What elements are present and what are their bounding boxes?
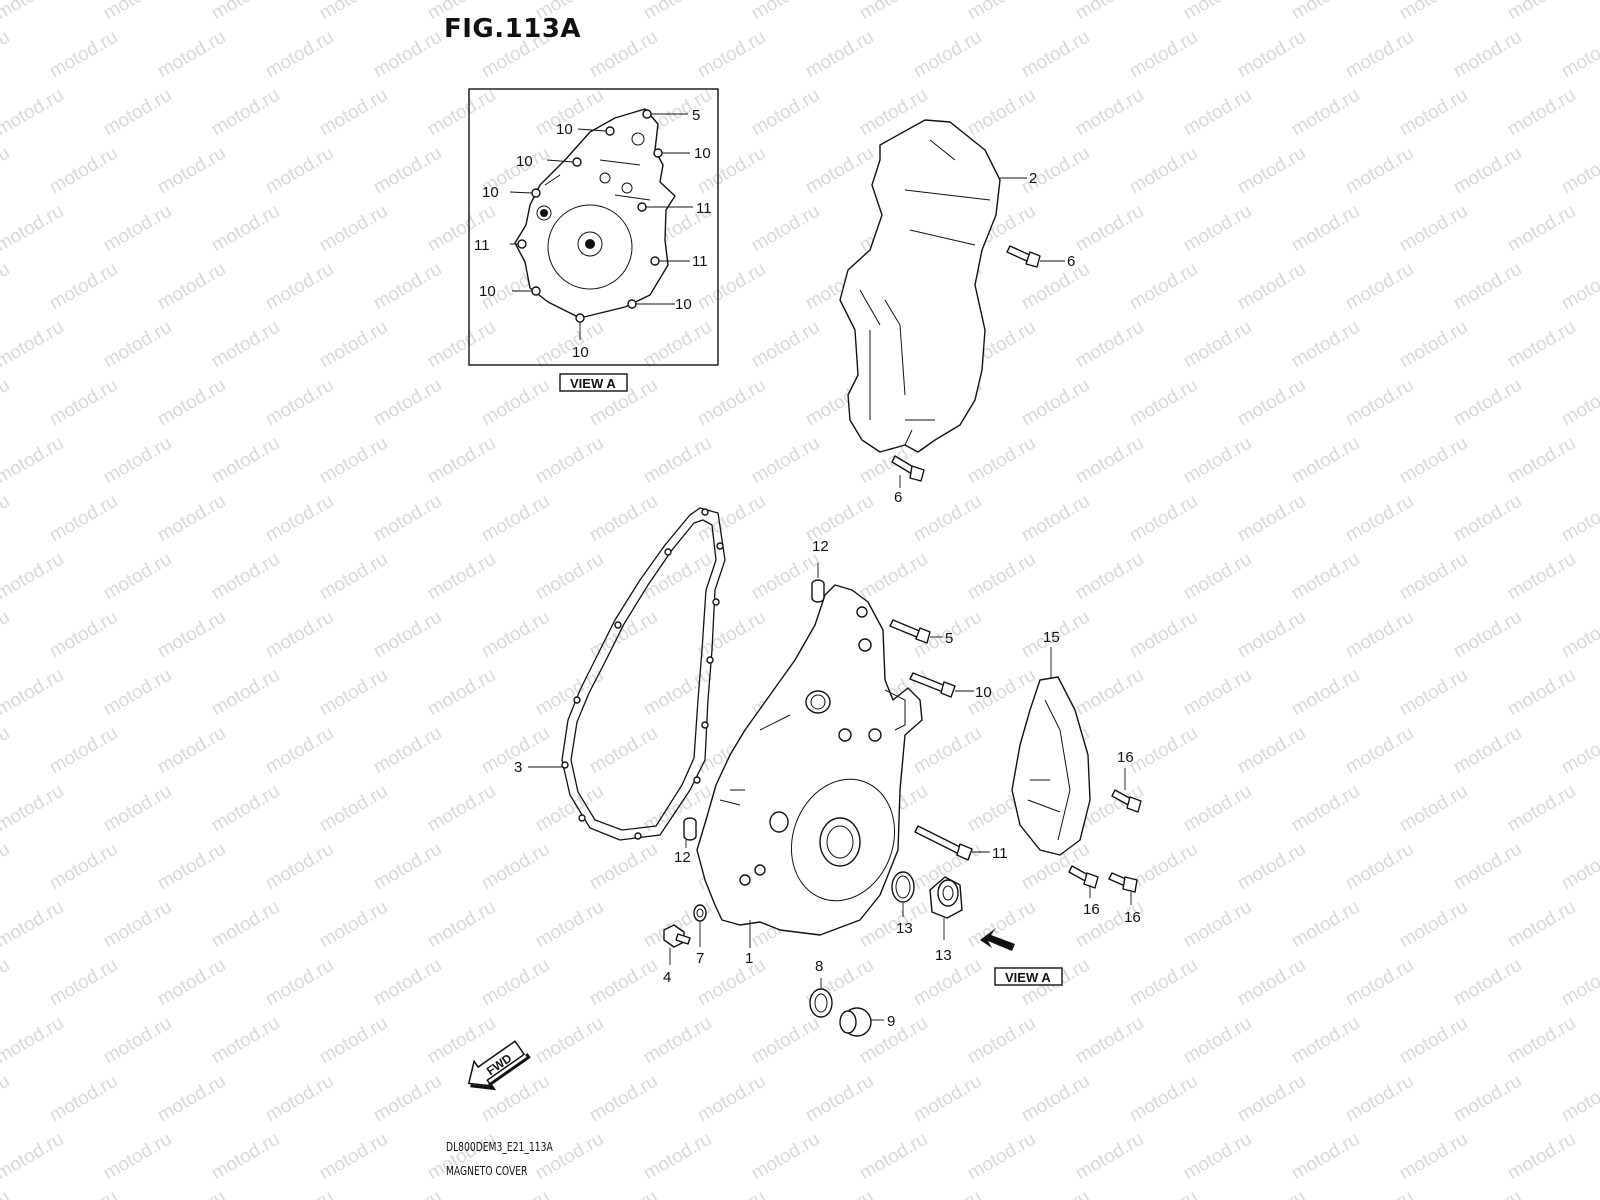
inset-callout: 10 [675,296,692,313]
callout-16: 16 [1083,901,1100,918]
part-13-plug [929,876,963,919]
callout-3: 3 [514,759,522,776]
part-16-bolt [1068,865,1099,889]
view-a-arrow-label: VIEW A [1005,970,1051,985]
part-2-guard [839,119,1001,453]
callout-12: 12 [674,849,691,866]
inset-rotor-bore [547,204,633,290]
view-a-inset-label: VIEW A [570,376,616,391]
callout-6: 6 [894,489,902,506]
fwd-arrow-icon: FWD [467,1040,531,1091]
callout-12: 12 [812,538,829,555]
callout-2: 2 [1029,170,1037,187]
model-code: DL800DEM3_E21_113A [446,1140,553,1154]
view-a-inset-label-box [559,373,628,392]
cover-bore [819,817,861,867]
inset-callout: 10 [556,121,573,138]
part-9-plug [839,1007,872,1037]
part-6-bolt-upper [1006,245,1041,268]
view-a-arrow-label-box [994,967,1063,986]
part-15-cover-plate [1011,676,1091,856]
inset-plug [536,205,552,221]
callout-16: 16 [1124,909,1141,926]
callout-13: 13 [935,947,952,964]
part-7-washer [693,904,707,922]
callout-16: 16 [1117,749,1134,766]
inset-callout: 10 [479,283,496,300]
inset-frame [468,88,719,366]
part-16-bolt [1108,872,1138,893]
callout-9: 9 [887,1013,895,1030]
callout-6: 6 [1067,253,1075,270]
part-3-gasket [561,507,726,841]
view-a-inset: 5 10 10 10 10 10 10 10 10 11 11 11 VIEW … [468,88,719,392]
inset-rotor-hub [577,231,603,257]
part-10-bolt [909,672,956,698]
inset-callout: 11 [474,237,490,254]
part-1-magneto-cover [696,584,923,936]
figure-title: FIG.113A [444,14,582,44]
callout-5: 5 [945,630,953,647]
inset-callout: 11 [696,200,712,217]
callout-1: 1 [745,950,753,967]
callout-11: 11 [992,845,1008,862]
inset-callout: 10 [482,184,499,201]
inset-callout: 11 [692,253,708,270]
inset-hub-center [585,239,595,249]
inset-callout: 10 [516,153,533,170]
part-14-o-ring [891,871,915,903]
inset-callout: 5 [692,107,700,124]
inset-nut [599,172,611,184]
part-11-bolt [914,825,973,861]
part-12-dowel-lower [683,817,697,841]
part-5-bolt [889,619,931,644]
part-16-bolt [1111,789,1142,813]
callout-7: 7 [696,950,704,967]
section-name: MAGNETO COVER [446,1164,528,1178]
view-a-arrow [980,928,1015,951]
callout-10: 10 [975,684,992,701]
inset-callout: 10 [694,145,711,162]
part-12-dowel-upper [811,579,825,603]
inset-callout: 10 [572,344,589,361]
inset-cover-outline [514,108,676,319]
callout-14: 13 [896,920,913,937]
inset-nut [621,182,633,194]
part-4-bolt [663,924,691,948]
callout-4: 4 [663,969,671,986]
callout-15: 15 [1043,629,1060,646]
part-8-gasket [809,988,833,1018]
part-6-bolt-lower [891,455,925,482]
inset-nut [631,132,645,146]
callout-8: 8 [815,958,823,975]
